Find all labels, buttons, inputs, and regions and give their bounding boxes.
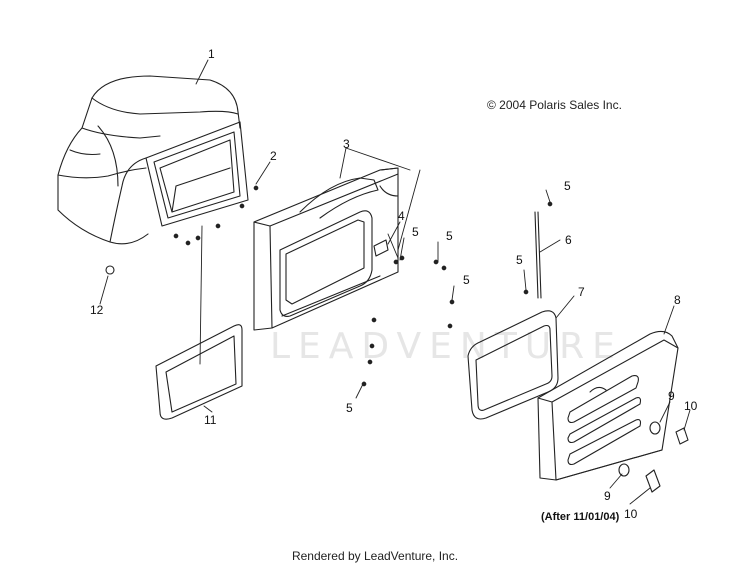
callout-5b: 5 [446,229,453,243]
callout-10a: 10 [684,399,698,413]
callout-1: 1 [208,47,215,61]
callout-6: 6 [565,233,572,247]
callout-9b: 9 [604,489,611,503]
part-12-nut [105,265,115,275]
callout-4: 4 [398,209,405,223]
part-5-fasteners [361,201,553,387]
callout-9a: 9 [668,389,675,403]
callout-12: 12 [90,303,104,317]
callout-5a: 5 [412,225,419,239]
callout-2: 2 [270,149,277,163]
part-4-bracket [373,239,389,257]
part-9-washers [618,421,661,477]
copyright-text: © 2004 Polaris Sales Inc. [487,98,622,112]
footer-text: Rendered by LeadVenture, Inc. [291,549,459,563]
part-7-seal [467,310,559,420]
part-11-gasket [155,324,243,420]
watermark: LEADVENTURE [270,326,623,367]
part-2-screws [173,185,259,246]
callout-3: 3 [343,137,350,151]
part-10-latches [645,427,689,493]
callout-5d: 5 [346,401,353,415]
revision-note: (After 11/01/04) [541,511,620,523]
part-1-storage-box [57,75,249,245]
callout-7: 7 [578,285,585,299]
callout-10b: 10 [624,507,638,521]
callout-5c: 5 [463,273,470,287]
callout-11: 11 [204,413,217,427]
callout-8: 8 [674,293,681,307]
callout-labels: 1 2 3 4 5 5 5 5 5 5 6 7 8 9 9 10 10 11 1… [90,47,698,523]
callout-5e: 5 [516,253,523,267]
part-8-lid [537,330,679,481]
part-3-mounting-frame [253,167,399,331]
leader-lines [99,59,691,505]
callout-5f: 5 [564,179,571,193]
part-6-rod [534,211,542,299]
